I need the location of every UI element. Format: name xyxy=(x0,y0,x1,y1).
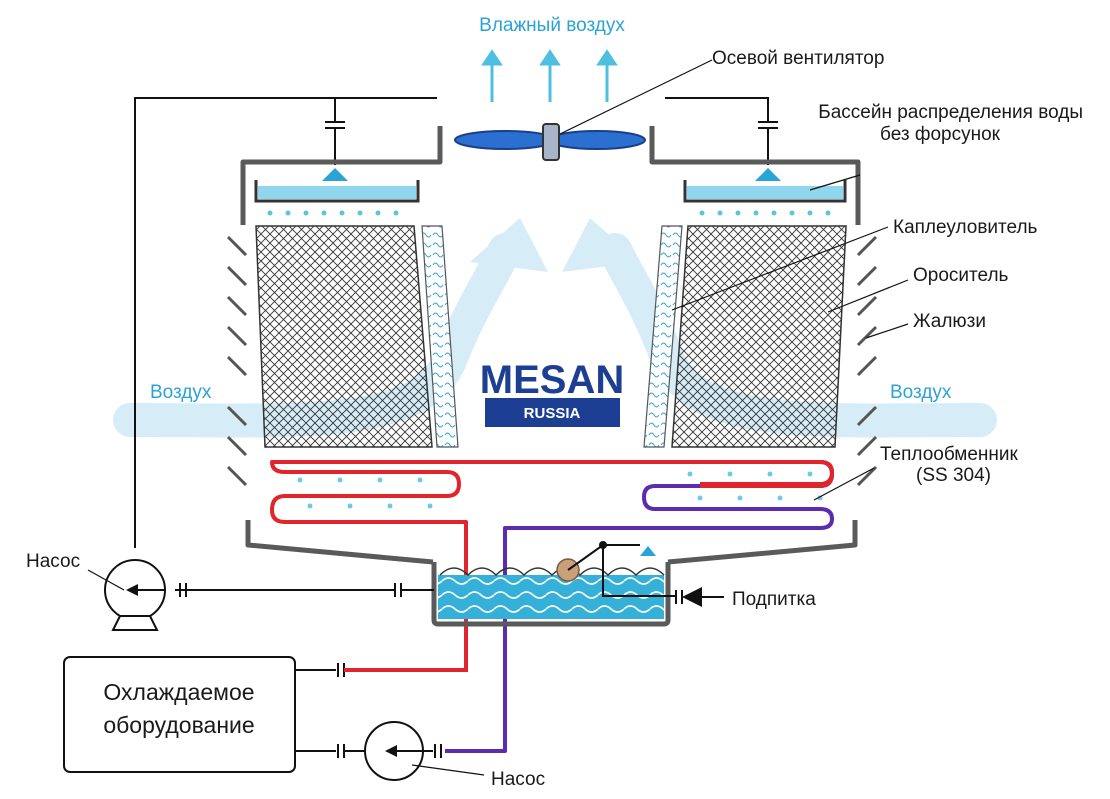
air-arrow-head-right xyxy=(562,218,640,272)
label-heat-exchanger-line1: Теплообменник xyxy=(880,444,1019,465)
label-equipment-line2: оборудование xyxy=(103,712,254,738)
fill-media-left xyxy=(255,225,433,448)
logo-name: MESAN xyxy=(480,358,624,402)
drift-eliminator-right xyxy=(643,225,683,448)
upper-piping xyxy=(134,97,778,548)
label-heat-exchanger-line2: (SS 304) xyxy=(916,465,991,486)
pump-bottom xyxy=(364,721,433,781)
humid-air-arrows xyxy=(481,49,618,102)
pump-top xyxy=(104,559,166,631)
louvers-left xyxy=(226,235,248,487)
air-arrow-head-left xyxy=(470,218,548,272)
water-distribution-basin-right xyxy=(683,168,847,203)
equipment-box xyxy=(63,656,296,773)
label-basin-line2: без форсунок xyxy=(880,124,1001,145)
logo-sub: RUSSIA xyxy=(524,405,581,422)
leader-lines xyxy=(87,59,909,776)
coil-spray-drops xyxy=(297,471,823,509)
label-equipment-line1: Охлаждаемое xyxy=(103,679,254,705)
water-distribution-basin-left xyxy=(254,168,420,203)
axial-fan xyxy=(454,123,646,161)
collection-basin xyxy=(431,541,676,627)
heat-exchanger-hot-coil xyxy=(270,460,834,670)
equipment-piping xyxy=(295,663,442,758)
label-air-right: Воздух xyxy=(890,382,952,403)
label-basin-line1: Бассейн распределения воды xyxy=(818,102,1083,123)
tower-casing xyxy=(240,126,861,565)
fill-media-right xyxy=(671,225,847,448)
louvers-right xyxy=(856,235,878,487)
label-louvers: Жалюзи xyxy=(913,311,986,332)
label-axial-fan: Осевой вентилятор xyxy=(712,48,884,69)
label-air-left: Воздух xyxy=(150,382,212,403)
label-fill: Ороситель xyxy=(913,265,1009,286)
label-makeup: Подпитка xyxy=(732,589,816,610)
pump-top-piping xyxy=(175,583,434,597)
label-pump-bottom: Насос xyxy=(491,769,545,790)
label-humid-air: Влажный воздух xyxy=(479,15,625,36)
drift-eliminator-left xyxy=(421,225,459,448)
label-pump-top: Насос xyxy=(26,551,80,572)
makeup-line xyxy=(675,587,724,607)
label-drift-eliminator: Каплеуловитель xyxy=(893,217,1038,238)
mesan-logo: MESAN RUSSIA xyxy=(480,358,624,427)
water-drops xyxy=(267,210,831,216)
